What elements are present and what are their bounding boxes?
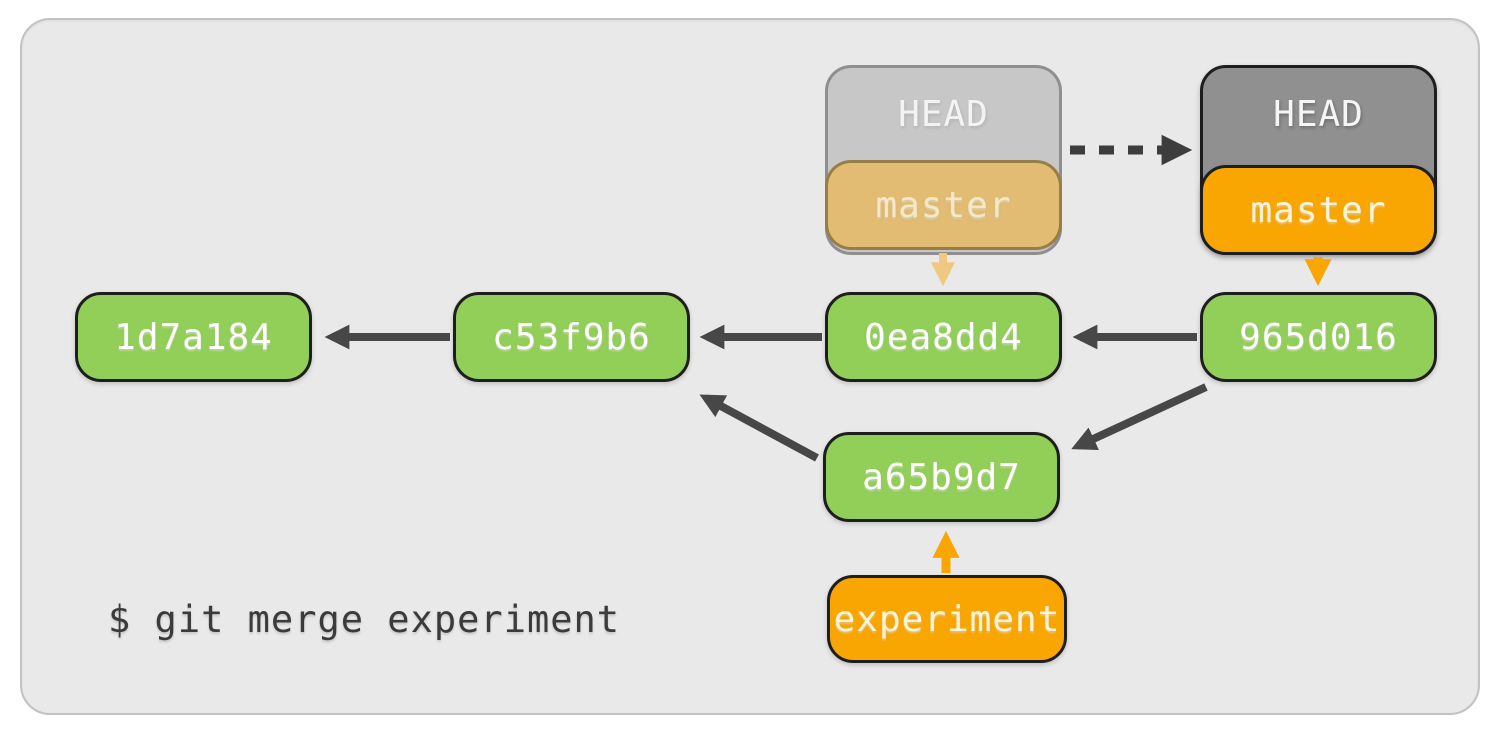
faded-master-label: master [875, 184, 1012, 226]
commit-label: a65b9d7 [862, 456, 1021, 498]
head-label: HEAD [1273, 93, 1364, 135]
experiment-branch-box: experiment [827, 575, 1067, 663]
commit-label: 0ea8dd4 [864, 316, 1023, 358]
master-branch-box: master [1200, 165, 1437, 255]
commit-node-a65b9d7: a65b9d7 [823, 432, 1060, 522]
git-command-text: $ git merge experiment [108, 598, 621, 641]
commit-label: 1d7a184 [114, 316, 273, 358]
master-label: master [1250, 189, 1387, 231]
faded-master-branch-box: master [825, 160, 1062, 250]
commit-node-c53f9b6: c53f9b6 [453, 292, 690, 382]
commit-node-965d016: 965d016 [1200, 292, 1437, 382]
commit-node-0ea8dd4: 0ea8dd4 [825, 292, 1062, 382]
experiment-label: experiment [833, 598, 1061, 640]
commit-label: c53f9b6 [492, 316, 651, 358]
faded-head-label: HEAD [898, 93, 989, 135]
commit-node-1d7a184: 1d7a184 [75, 292, 312, 382]
commit-label: 965d016 [1239, 316, 1398, 358]
